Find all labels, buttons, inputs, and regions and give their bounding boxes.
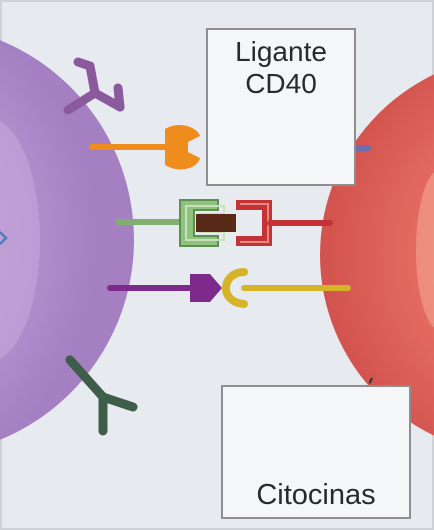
cd40-ligand-label-box: Ligante CD40 [206, 28, 356, 186]
tcr-mhc-complex-icon [118, 200, 330, 246]
antibody-top-icon [68, 62, 120, 110]
cytokines-label-box: Citocinas [221, 385, 411, 519]
cytokines-label: Citocinas [223, 479, 409, 511]
peptide-icon [196, 214, 236, 232]
antibody-bottom-icon [70, 360, 133, 431]
costimulatory-receptor-icon [110, 272, 348, 304]
cd40-label-line2: CD40 [208, 68, 354, 100]
cd40-label-line1: Ligante [208, 36, 354, 68]
